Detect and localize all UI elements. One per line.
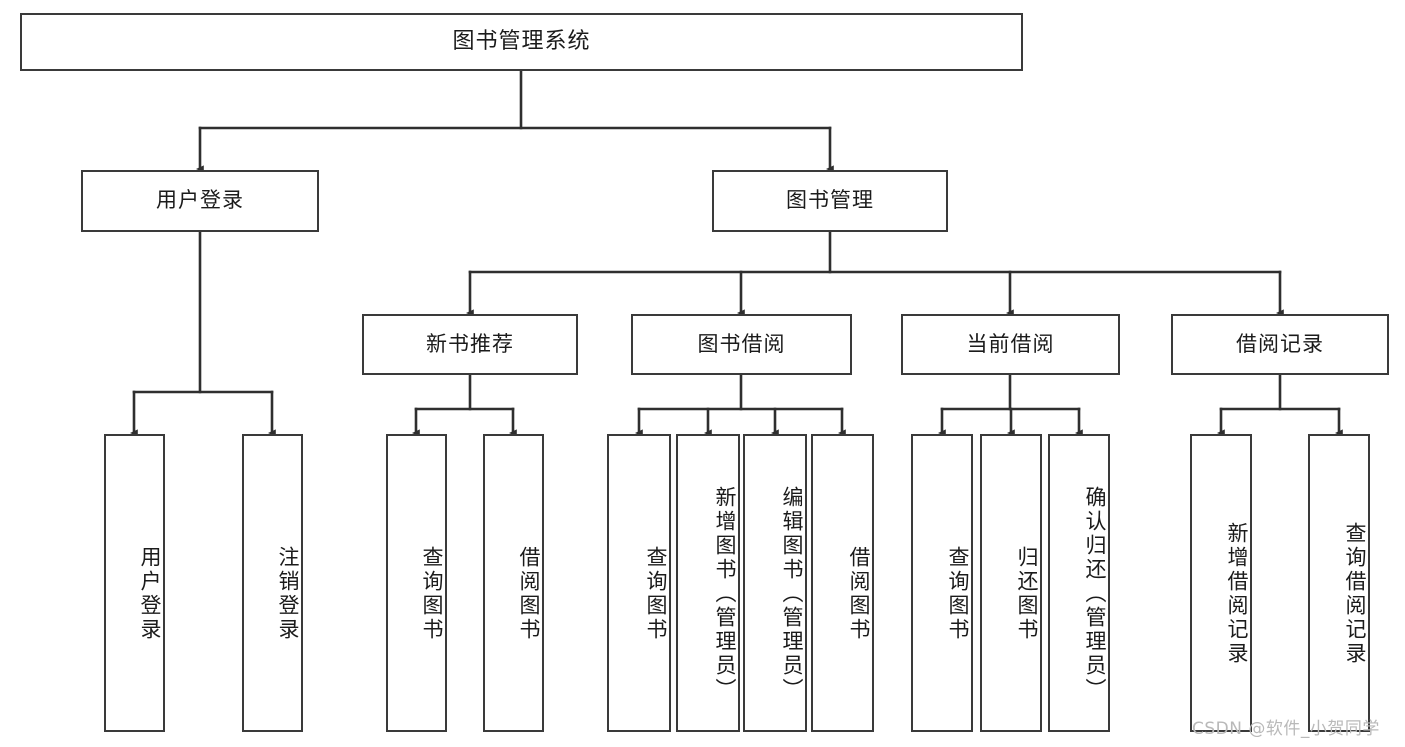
node-level3-当前借阅[interactable]: 当前借阅 [901, 314, 1120, 375]
node-leaf-8-查询图书[interactable]: 查询图书 [911, 434, 973, 732]
node-label: 查询图书 [420, 546, 444, 642]
node-leaf-5-新增图书管理员[interactable]: 新增图书（管理员） [676, 434, 740, 732]
node-label: 确认归还（管理员） [1083, 486, 1107, 702]
node-label: 图书借阅 [697, 331, 786, 356]
node-label: 借阅记录 [1236, 331, 1324, 356]
node-label: 新增图书（管理员） [713, 486, 737, 702]
node-leaf-7-借阅图书[interactable]: 借阅图书 [811, 434, 874, 732]
node-label: 新书推荐 [426, 331, 514, 356]
node-leaf-12-查询借阅记录[interactable]: 查询借阅记录 [1308, 434, 1370, 732]
node-label: 图书管理 [786, 188, 874, 213]
node-label: 注销登录 [276, 546, 300, 642]
node-label: 用户登录 [138, 546, 162, 642]
node-level3-新书推荐[interactable]: 新书推荐 [362, 314, 578, 375]
node-level3-图书借阅[interactable]: 图书借阅 [631, 314, 852, 375]
node-leaf-11-新增借阅记录[interactable]: 新增借阅记录 [1190, 434, 1252, 732]
node-level2-用户登录[interactable]: 用户登录 [81, 170, 319, 232]
node-label: 图书管理系统 [452, 28, 591, 54]
node-leaf-6-编辑图书管理员[interactable]: 编辑图书（管理员） [743, 434, 807, 732]
node-root-图书管理系统[interactable]: 图书管理系统 [20, 13, 1023, 71]
node-leaf-9-归还图书[interactable]: 归还图书 [980, 434, 1042, 732]
node-label: 归还图书 [1015, 546, 1039, 642]
node-leaf-1-注销登录[interactable]: 注销登录 [242, 434, 303, 732]
node-leaf-3-借阅图书[interactable]: 借阅图书 [483, 434, 544, 732]
node-label: 查询图书 [946, 546, 970, 642]
node-leaf-4-查询图书[interactable]: 查询图书 [607, 434, 671, 732]
node-level3-借阅记录[interactable]: 借阅记录 [1171, 314, 1389, 375]
node-label: 借阅图书 [517, 546, 541, 642]
node-label: 当前借阅 [966, 331, 1055, 356]
csdn-watermark: CSDN @软件_小贺同学 [1192, 719, 1380, 739]
node-label: 借阅图书 [847, 546, 871, 642]
node-label: 用户登录 [156, 188, 244, 213]
node-label: 查询图书 [644, 546, 668, 642]
node-leaf-10-确认归还管理员[interactable]: 确认归还（管理员） [1048, 434, 1110, 732]
node-level2-图书管理[interactable]: 图书管理 [712, 170, 948, 232]
node-label: 编辑图书（管理员） [780, 486, 804, 702]
node-leaf-0-用户登录[interactable]: 用户登录 [104, 434, 165, 732]
node-label: 新增借阅记录 [1225, 522, 1249, 666]
node-label: 查询借阅记录 [1343, 522, 1367, 666]
node-leaf-2-查询图书[interactable]: 查询图书 [386, 434, 447, 732]
